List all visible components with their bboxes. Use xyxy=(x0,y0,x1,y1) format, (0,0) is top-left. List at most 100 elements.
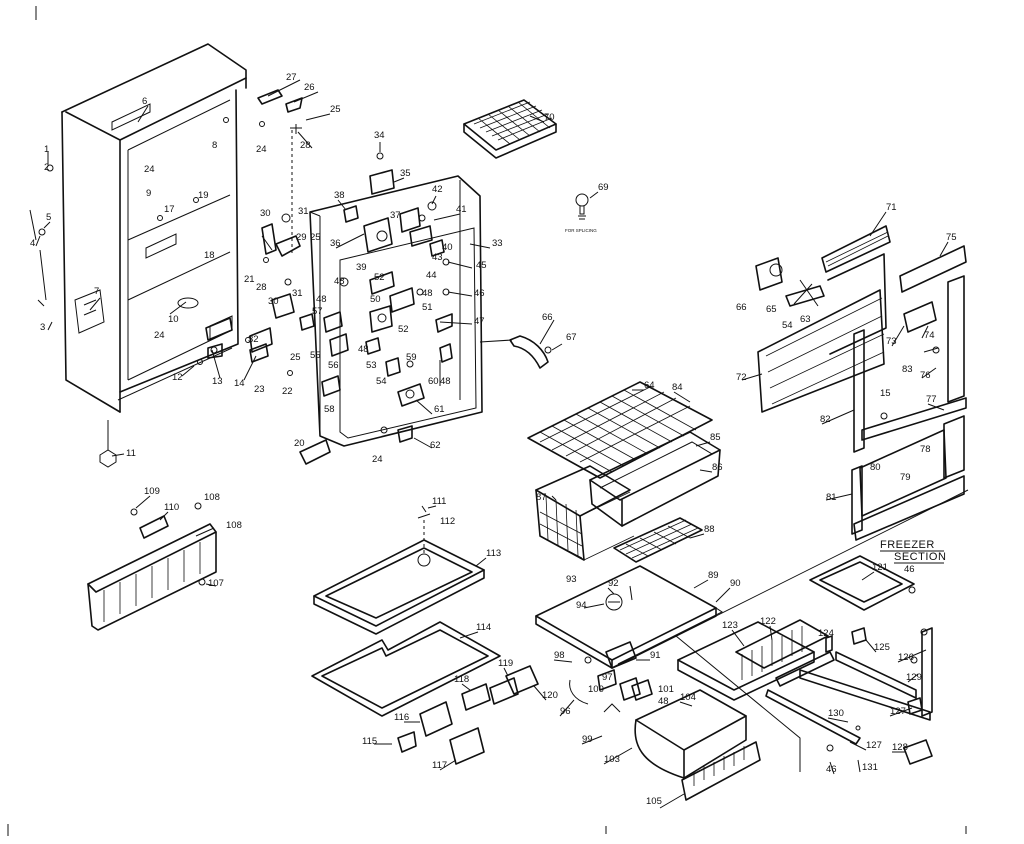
light-bulb xyxy=(575,193,589,220)
callout-97: 97 xyxy=(602,672,613,683)
callout-109: 109 xyxy=(144,486,160,497)
callout-108-a: 108 xyxy=(204,492,220,503)
evaporator-87 xyxy=(535,465,635,561)
freezer-parts-121-131 xyxy=(677,555,933,765)
callout-2: 2 xyxy=(44,162,49,173)
callout-91: 91 xyxy=(650,650,661,661)
callout-30-b: 30 xyxy=(268,296,279,307)
callout-126: 126 xyxy=(898,652,914,663)
callout-54-b: 54 xyxy=(782,320,793,331)
leader-lines xyxy=(35,79,949,809)
callout-15: 15 xyxy=(880,388,891,399)
callout-117: 117 xyxy=(432,760,447,771)
callout-59: 59 xyxy=(406,352,417,363)
callout-48-d: 48 xyxy=(440,376,451,387)
callout-131: 131 xyxy=(862,762,878,773)
splice-note: FOR SPLICING xyxy=(565,228,597,233)
callout-67: 67 xyxy=(566,332,577,343)
callout-100: 100 xyxy=(588,684,604,695)
callout-127-a: 127 xyxy=(890,706,906,717)
callout-122: 122 xyxy=(760,616,776,627)
callout-113: 113 xyxy=(486,548,501,559)
section-label-line-1: FREEZER xyxy=(880,539,935,551)
callout-1: 1 xyxy=(44,144,49,155)
callout-52-a: 52 xyxy=(374,272,385,283)
callout-70: 70 xyxy=(544,112,555,123)
callout-57: 57 xyxy=(312,306,323,317)
callout-110: 110 xyxy=(164,502,179,513)
callout-82: 82 xyxy=(820,414,831,425)
callout-85: 85 xyxy=(710,432,721,443)
ice-cube-tray xyxy=(463,99,557,159)
callout-14: 14 xyxy=(234,378,245,389)
freezer-section-outline xyxy=(675,489,969,772)
callout-45: 45 xyxy=(476,260,487,271)
callout-7: 7 xyxy=(94,286,99,297)
callout-80: 80 xyxy=(870,462,881,473)
callout-12: 12 xyxy=(172,372,183,383)
callout-84: 84 xyxy=(672,382,683,393)
callout-123: 123 xyxy=(722,620,738,631)
callout-40: 40 xyxy=(442,242,453,253)
callout-127-b: 127 xyxy=(866,740,882,751)
callout-55: 55 xyxy=(310,350,321,361)
callout-24-a: 24 xyxy=(144,164,155,175)
section-label-line-2: SECTION xyxy=(894,551,946,563)
door-shelf-108 xyxy=(87,502,217,631)
callout-48-f: 48 xyxy=(334,276,345,287)
callout-6: 6 xyxy=(142,96,147,107)
callout-96: 96 xyxy=(560,706,571,717)
callout-64: 64 xyxy=(644,380,655,391)
callout-114: 114 xyxy=(476,622,491,633)
callout-29: 29 xyxy=(296,232,307,243)
callout-66-a: 66 xyxy=(542,312,553,323)
door-frame-113 xyxy=(313,505,485,635)
callout-10: 10 xyxy=(168,314,179,325)
callout-31-a: 31 xyxy=(298,206,309,217)
callout-79: 79 xyxy=(900,472,911,483)
callout-52-b: 52 xyxy=(398,324,409,335)
door-gasket-114 xyxy=(311,621,501,717)
callout-98: 98 xyxy=(554,650,565,661)
callout-48-c: 48 xyxy=(358,344,369,355)
callout-69: 69 xyxy=(598,182,609,193)
callout-104: 104 xyxy=(680,692,696,703)
callout-19: 19 xyxy=(198,190,209,201)
callout-65: 65 xyxy=(766,304,777,315)
callout-94: 94 xyxy=(576,600,587,611)
callout-56: 56 xyxy=(328,360,339,371)
freezer-liner-77-82 xyxy=(851,329,967,541)
callout-24-c: 24 xyxy=(154,330,165,341)
callout-27: 27 xyxy=(286,72,297,83)
callout-46-a: 46 xyxy=(474,288,485,299)
callout-4: 4 xyxy=(30,238,35,249)
refrigerator-liner-panel xyxy=(309,175,483,447)
divider-89-90 xyxy=(535,565,723,669)
callout-58: 58 xyxy=(324,404,335,415)
callout-63: 63 xyxy=(800,314,811,325)
callout-5: 5 xyxy=(46,212,51,223)
callout-48-e: 48 xyxy=(658,696,669,707)
callout-28-a: 28 xyxy=(300,140,311,151)
callout-72: 72 xyxy=(736,372,747,383)
callout-24-b: 24 xyxy=(256,144,267,155)
callout-90: 90 xyxy=(730,578,741,589)
callout-23: 23 xyxy=(254,384,265,395)
callout-20: 20 xyxy=(294,438,305,449)
damper-91-97 xyxy=(569,641,653,713)
callout-32: 32 xyxy=(248,334,259,345)
callout-108-b: 108 xyxy=(226,520,242,531)
callout-34: 34 xyxy=(374,130,385,141)
callout-60: 60 xyxy=(428,376,439,387)
callout-87: 87 xyxy=(536,492,547,503)
callout-22: 22 xyxy=(282,386,293,397)
wire-shelf-84 xyxy=(527,381,713,479)
callout-11: 11 xyxy=(126,448,136,459)
callout-73: 73 xyxy=(886,336,897,347)
callout-71: 71 xyxy=(886,202,897,213)
drawer-pan-85-86 xyxy=(589,431,721,527)
drain-trough xyxy=(479,335,552,369)
callout-44: 44 xyxy=(426,270,437,281)
callout-24-d: 24 xyxy=(372,454,383,465)
